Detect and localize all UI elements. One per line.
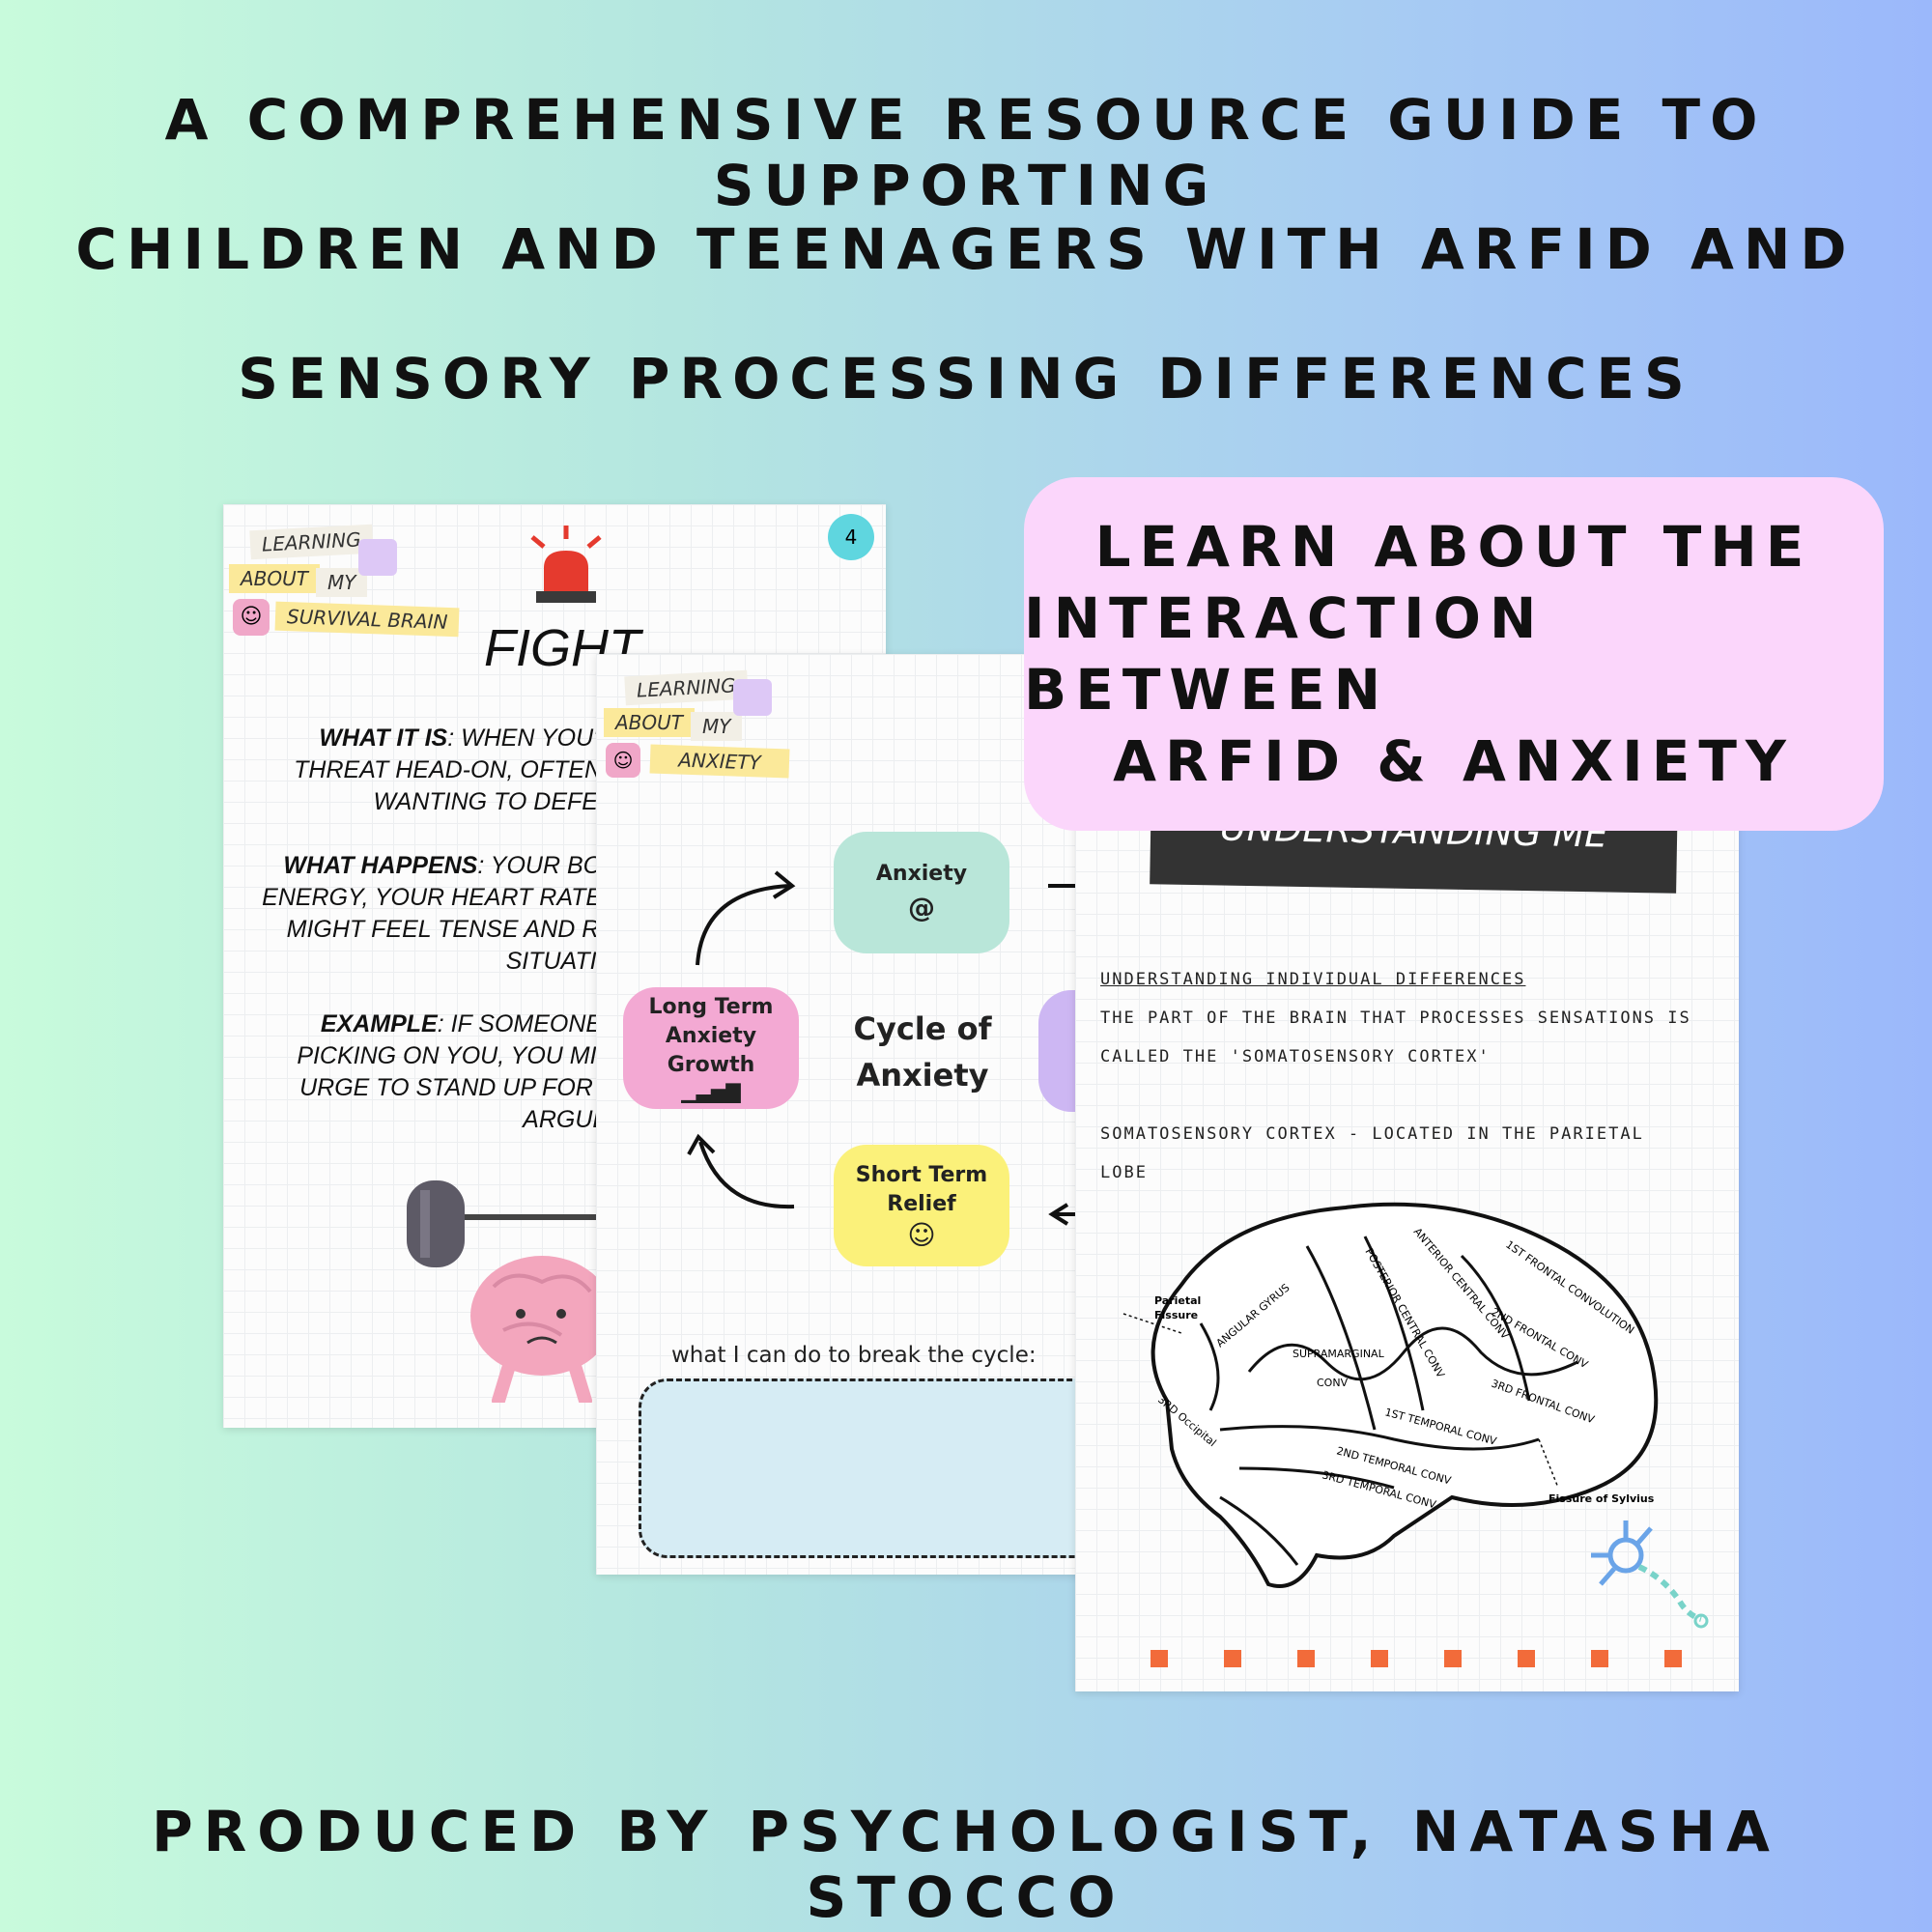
smile-icon: ☺ <box>907 1218 936 1251</box>
tag-survival-brain: SURVIVAL BRAIN <box>274 601 460 638</box>
cycle-arrows <box>687 870 1084 1226</box>
label-sylvius: Fissure of Sylvius <box>1548 1492 1655 1505</box>
heading-line-3: sensory processing differences <box>238 346 1694 412</box>
spiral-icon: @ <box>908 892 935 923</box>
footer-credit: Produced by psychologist, Natasha Stocco <box>152 1799 1780 1930</box>
what-happens-block: WHAT HAPPENS: YOUR BOL ENERGY, YOUR HEAR… <box>262 852 615 975</box>
callout-line-2: interaction between <box>1024 585 1546 723</box>
avatar-icon: ☺ <box>606 743 640 778</box>
avatar-icon: ☺ <box>233 599 270 636</box>
tag-about: ABOUT <box>229 564 320 593</box>
tag-my: MY <box>691 712 743 741</box>
page-number-badge: 4 <box>828 514 874 560</box>
page-brain: UNDERSTANDING ME Understanding individua… <box>1075 744 1739 1691</box>
what-it-is-block: WHAT IT IS: WHEN YOU'R THREAT HEAD-ON, O… <box>294 724 615 815</box>
brain-diagram: Parietal Fissure ANGULAR GYRUS SUPRAMARG… <box>1122 1202 1659 1588</box>
node-long-term-growth: Long Term Anxiety Growth ▁▃▅▇ <box>623 987 799 1109</box>
label-supramarginal: SUPRAMARGINAL <box>1293 1348 1385 1360</box>
callout-line-1: Learn about the <box>1094 514 1813 580</box>
brain-text-line-3: Somatosensory cortex - located in the pa… <box>1100 1124 1644 1144</box>
label-parietal-fissure-2: Fissure <box>1154 1309 1198 1321</box>
sticky-square <box>733 679 772 716</box>
heading-line-1: A comprehensive resource guide to suppor… <box>164 87 1768 218</box>
sticky-square <box>358 539 397 576</box>
brain-text-line-2: called the 'somatosensory cortex' <box>1100 1047 1491 1066</box>
label-parietal-fissure-1: Parietal <box>1154 1294 1201 1307</box>
break-cycle-input[interactable] <box>639 1378 1098 1558</box>
break-cycle-prompt: what I can do to break the cycle: <box>671 1343 1037 1368</box>
brain-text-line-1: The part of the brain that processes sen… <box>1100 1009 1691 1028</box>
bar-chart-icon: ▁▃▅▇ <box>681 1080 741 1103</box>
cycle-title: Cycle of Anxiety <box>853 1010 992 1094</box>
tag-about: ABOUT <box>604 708 695 737</box>
node-anxiety: Anxiety @ <box>834 832 1009 953</box>
label-conv: CONV <box>1317 1377 1349 1389</box>
brain-text-line-4: lobe <box>1100 1163 1148 1182</box>
decorative-dots <box>1151 1650 1682 1667</box>
page-cycle: LEARNING ABOUT MY ☺ ANXIETY Anxiety @ Lo… <box>596 654 1098 1575</box>
weightlifting-brain-illustration <box>397 1171 629 1407</box>
section-title: Understanding individual differences <box>1100 970 1526 989</box>
node-short-term-relief: Short Term Relief ☺ <box>834 1145 1009 1266</box>
callout-box: Learn about the interaction between ARFI… <box>1024 477 1884 831</box>
tag-learning: LEARNING <box>249 524 374 560</box>
example-block: EXAMPLE: IF SOMEONE I PICKING ON YOU, YO… <box>297 1010 615 1133</box>
callout-line-3: ARFID & Anxiety <box>1113 728 1795 794</box>
heading-line-2: children and teenagers with ARFID and <box>75 216 1857 282</box>
neuron-icon <box>1587 1517 1713 1633</box>
siren-icon <box>513 524 619 611</box>
